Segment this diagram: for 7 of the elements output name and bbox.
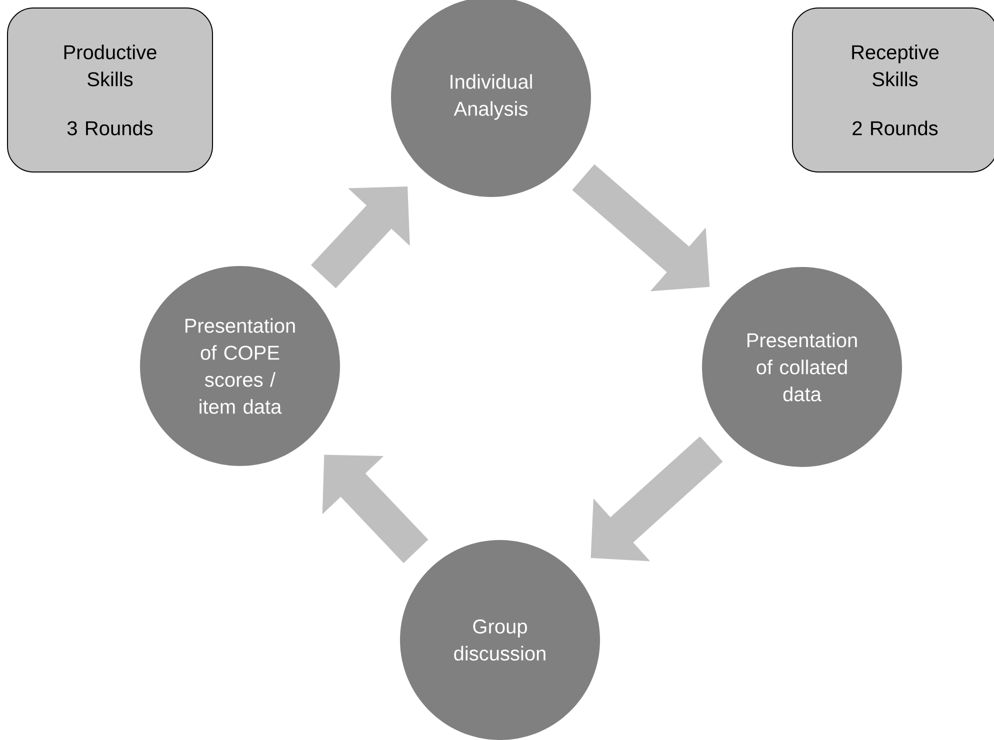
rounded-box: Productive Skills 3 Rounds bbox=[7, 8, 213, 172]
block-arrow bbox=[322, 454, 428, 564]
circle-node: Presentation of collated data bbox=[702, 267, 902, 467]
circle-node: Presentation of COPE scores / item data bbox=[140, 266, 340, 466]
rounded-box: Receptive Skills 2 Rounds bbox=[792, 8, 994, 172]
block-arrow bbox=[590, 436, 723, 562]
circle-node: Group discussion bbox=[400, 540, 600, 740]
